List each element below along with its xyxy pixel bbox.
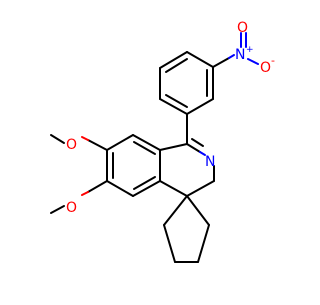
- bond: [159, 143, 188, 151]
- bond: [247, 58, 259, 65]
- bond: [132, 180, 161, 197]
- bond: [159, 98, 188, 115]
- nitro-plus-charge: +: [246, 45, 254, 55]
- bond: [212, 57, 230, 68]
- bond: [163, 224, 176, 263]
- bond: [197, 224, 210, 263]
- bond: [50, 134, 65, 144]
- structure-canvas: N + O O - N O O: [50, 20, 275, 263]
- bond: [186, 51, 214, 68]
- atom-labels: N + O O - N O O: [66, 20, 275, 216]
- bond: [199, 151, 206, 156]
- bond: [133, 141, 156, 155]
- bond: [50, 205, 65, 214]
- bond: [87, 180, 108, 193]
- bond: [186, 195, 210, 226]
- bond: [87, 139, 108, 151]
- bonds: [50, 51, 230, 263]
- nitro-o-minus-charge: -: [271, 54, 275, 67]
- bond: [228, 54, 235, 59]
- bond: [186, 143, 201, 153]
- molecule-diagram: N + O O - N O O: [50, 20, 275, 263]
- bond: [186, 180, 215, 197]
- bond: [133, 176, 156, 190]
- bond: [106, 134, 134, 151]
- nitro-o-upper-label: O: [237, 20, 248, 36]
- bond: [186, 98, 214, 115]
- bond: [191, 138, 204, 147]
- bond: [81, 191, 89, 196]
- bond: [81, 136, 89, 141]
- bond: [159, 180, 188, 197]
- nitro-o-right-label: O: [260, 60, 271, 76]
- bond: [163, 195, 188, 226]
- bond: [159, 51, 188, 69]
- bond: [165, 94, 188, 108]
- methoxy-o-upper-label: O: [66, 137, 77, 153]
- nitro-n-label: N: [235, 47, 245, 63]
- imine-n-label: N: [205, 154, 215, 170]
- bond: [132, 134, 161, 151]
- hetero-bonds: [81, 32, 259, 196]
- bond: [106, 180, 134, 197]
- methoxy-o-lower-label: O: [66, 200, 77, 216]
- bond: [165, 58, 188, 73]
